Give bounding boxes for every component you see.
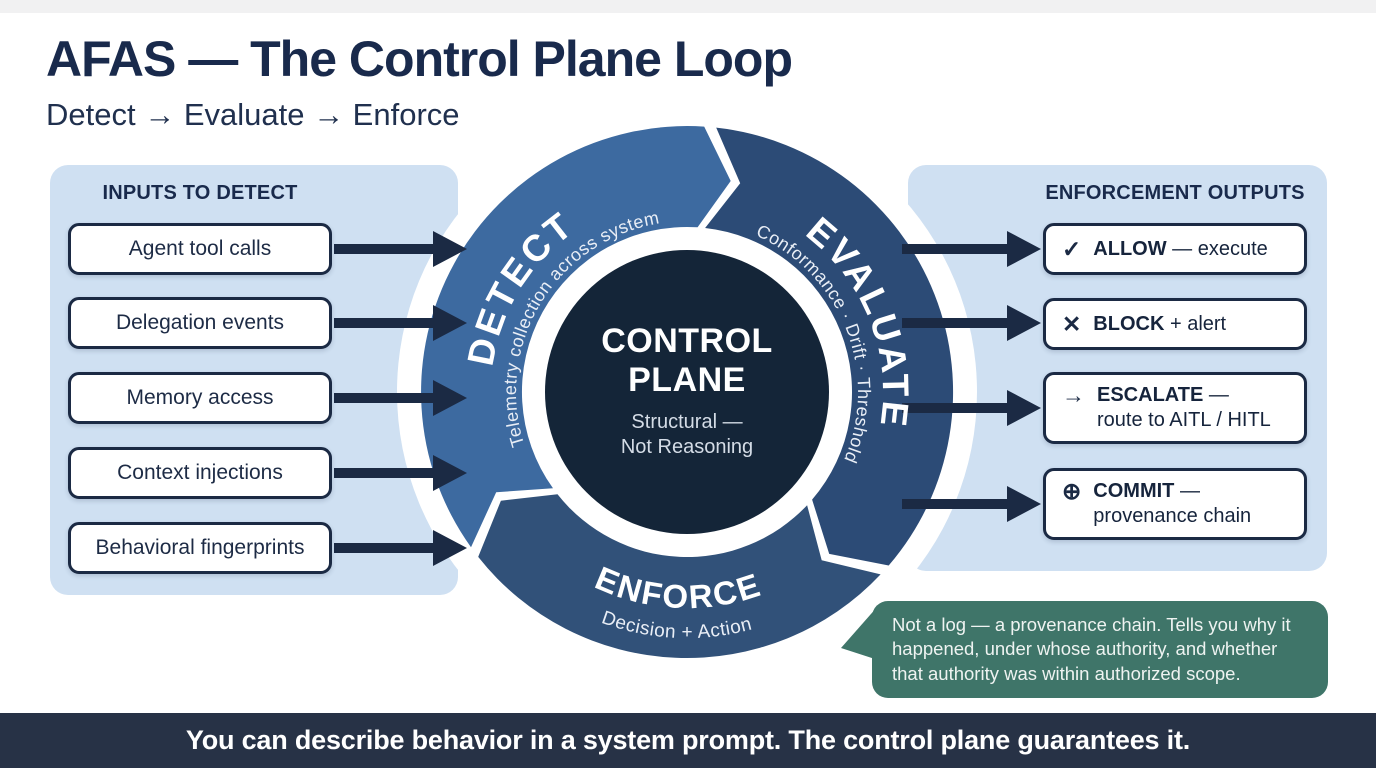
input-arrow — [334, 380, 467, 416]
output-name: COMMIT — [1093, 480, 1175, 502]
output-name: BLOCK — [1093, 312, 1165, 335]
control-plane-title-line2: PLANE — [628, 360, 746, 399]
output-name: ESCALATE — [1097, 384, 1204, 406]
output-arrows — [902, 231, 1041, 522]
output-arrow — [902, 231, 1041, 267]
ring-segment-enforce — [478, 494, 881, 659]
output-box-block: ✕ BLOCK + alert — [1043, 298, 1307, 350]
input-label: Agent tool calls — [128, 237, 272, 260]
arrow-right-icon: → — [1062, 382, 1085, 408]
output-suffix: — — [1179, 480, 1200, 502]
input-label: Context injections — [117, 461, 283, 484]
input-arrow — [334, 305, 467, 341]
control-plane-circle — [545, 250, 829, 534]
input-arrows — [334, 231, 467, 566]
control-plane-center: CONTROL PLANE Structural — Not Reasoning — [537, 322, 837, 461]
page-subtitle: Detect → Evaluate → Enforce — [46, 97, 460, 132]
input-label: Memory access — [126, 386, 274, 409]
provenance-note-bubble: Not a log — a provenance chain. Tells yo… — [872, 601, 1328, 699]
input-arrow — [334, 455, 467, 491]
output-line2: route to AITL / HITL — [1097, 409, 1271, 431]
output-arrow — [902, 486, 1041, 522]
input-arrow — [334, 530, 467, 566]
input-box-agent-tool-calls: Agent tool calls — [68, 223, 332, 275]
output-suffix: + alert — [1169, 312, 1227, 335]
output-arrow — [902, 305, 1041, 341]
input-label: Behavioral fingerprints — [95, 536, 305, 559]
output-line2: provenance chain — [1093, 505, 1252, 527]
note-bubble-tail — [841, 606, 878, 660]
input-box-delegation-events: Delegation events — [68, 297, 332, 349]
ring-segment-detect — [421, 126, 731, 548]
input-arrow — [334, 231, 467, 267]
control-plane-sub-line1: Structural — — [631, 410, 743, 433]
output-box-escalate: → ESCALATE — route to AITL / HITL — [1043, 372, 1307, 444]
ring-segment-evaluate — [705, 127, 954, 566]
inputs-header: INPUTS TO DETECT — [102, 182, 298, 204]
input-box-behavioral-fingerprints: Behavioral fingerprints — [68, 522, 332, 574]
input-box-context-injections: Context injections — [68, 447, 332, 499]
output-arrow — [902, 390, 1041, 426]
circle-plus-icon: ⊕ — [1062, 478, 1082, 504]
control-plane-title-line1: CONTROL — [601, 322, 773, 360]
output-suffix: — execute — [1172, 237, 1268, 260]
input-label: Delegation events — [115, 311, 285, 334]
top-edge-strip — [0, 0, 1376, 13]
footer-bar: You can describe behavior in a system pr… — [0, 713, 1376, 768]
footer-text: You can describe behavior in a system pr… — [185, 725, 1191, 755]
control-plane-sub-line2: Not Reasoning — [620, 436, 754, 459]
output-box-commit: ⊕ COMMIT — provenance chain — [1043, 468, 1307, 540]
output-box-allow: ✓ ALLOW — execute — [1043, 223, 1307, 275]
output-name: ALLOW — [1093, 237, 1167, 260]
input-box-memory-access: Memory access — [68, 372, 332, 424]
x-icon: ✕ — [1062, 310, 1082, 337]
check-icon: ✓ — [1062, 235, 1082, 262]
output-suffix: — — [1208, 384, 1229, 406]
outputs-header: ENFORCEMENT OUTPUTS — [1045, 182, 1305, 204]
page-title: AFAS — The Control Plane Loop — [46, 31, 793, 87]
